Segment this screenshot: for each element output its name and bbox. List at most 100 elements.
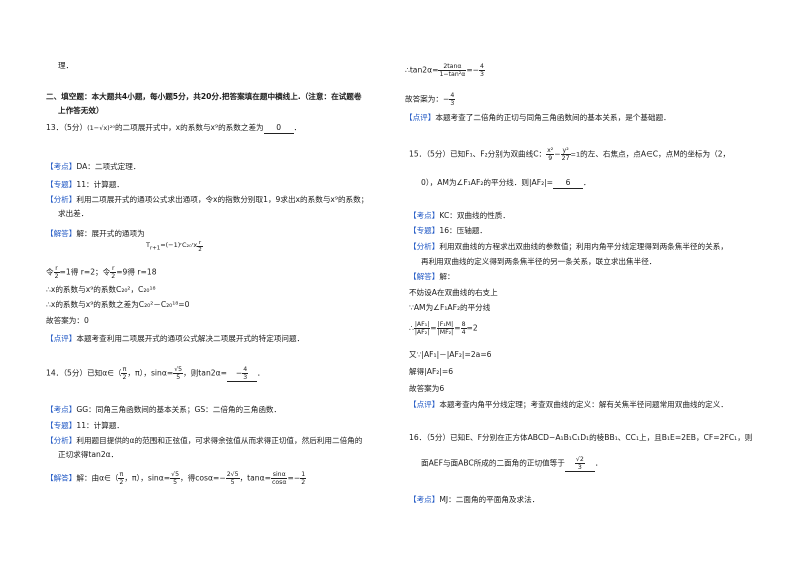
kaodian-tag: 【考点】 [46, 405, 77, 414]
jieda-mid3: ，tanα= [239, 473, 271, 483]
sign: − [442, 94, 450, 104]
eq: = [430, 323, 437, 333]
answer-line: 故答案为：0 [46, 316, 89, 325]
sign: − [235, 368, 243, 378]
q14-mid: ，π），sinα= [127, 368, 174, 378]
section-heading: 二、填空题：本大题共4小题，每小题5分，共20分.把答案填在题中横线上.（注意：… [46, 92, 362, 101]
q15-answer: 6 [553, 178, 584, 189]
sign: − [219, 473, 226, 483]
num: 2tanα [438, 63, 467, 71]
let-text-c: =9得 r=18 [116, 267, 157, 277]
kaodian-tag: 【考点】 [409, 495, 440, 504]
eq2: = [454, 323, 461, 333]
jieda-text: 解：展开式的通项为 [76, 229, 145, 238]
num: r [53, 265, 60, 273]
den: 2 [122, 374, 127, 381]
den: 4 [461, 329, 466, 336]
q13-text: 的二项展开式中，x的系数与x⁹的系数之差为 [114, 123, 264, 132]
answer-line-15: 故答案为6 [409, 384, 445, 393]
num: r [110, 265, 117, 273]
zhuanti-tag: 【专题】 [409, 226, 440, 235]
ratio-2: |F₁M||MF₂| [436, 321, 455, 336]
zhuanti-text: 16：压轴题． [439, 226, 488, 235]
fenxi-row-14: 【分析】利用题目提供的α的范围和正弦值，可求得余弦值从而求得正切值，然后利用二倍… [46, 436, 362, 446]
q15-text2: 0），AM为∠F₁AF₂的平分线．则|AF₂|= [421, 178, 554, 187]
q13-number: 13．（5分） [46, 123, 88, 132]
num: 4 [242, 366, 249, 374]
q15-end: ． [583, 178, 591, 187]
den: 3 [480, 71, 484, 78]
den: 2 [54, 273, 59, 280]
dianping-tag: 【点评】 [405, 113, 436, 122]
solution-line-4: 又∵|AF₁|－|AF₂|=2a=6 [409, 350, 492, 359]
den: 2 [119, 479, 124, 486]
solution-line-2: ∵AM为∠F₁AF₂的平分线 [409, 303, 491, 312]
fenxi-tag: 【分析】 [46, 195, 77, 204]
exp-num: r [197, 240, 203, 247]
jieda-mid4: =− [287, 473, 301, 483]
question-15-cont: 0），AM为∠F₁AF₂的平分线．则|AF₂|=6． [421, 178, 591, 189]
kaodian-tag: 【考点】 [46, 162, 77, 171]
num: x² [546, 147, 555, 155]
q13-end: ． [293, 123, 302, 132]
den: cosα [271, 479, 287, 486]
num: π [118, 471, 125, 479]
den: 3 [577, 464, 582, 471]
q15-text: 15．（5分）已知F₁、F₂分别为双曲线C： [409, 149, 547, 159]
text: ∴tan2α= [405, 65, 439, 75]
num: 4 [449, 92, 456, 100]
kaodian-text: GG：同角三角函数间的基本关系；GS：二倍角的三角函数． [76, 405, 282, 414]
zhuanti-row-14: 【专题】11：计算题． [46, 421, 124, 431]
result-line-1: ∴x的系数与x⁹的系数C₂₀²，C₂₀¹⁸ [46, 285, 156, 294]
den: 2 [111, 273, 116, 280]
kaodian-text: DA：二项式定理． [76, 162, 141, 171]
num: 4 [479, 63, 485, 71]
num: |F₁M| [436, 321, 455, 329]
solution-line-1: 不妨设A在双曲线的右支上 [409, 288, 498, 297]
zhuanti-text: 11：计算题． [76, 421, 125, 430]
formula-subscript: r+1 [149, 245, 161, 252]
zhuanti-row: 【专题】11：计算题． [46, 180, 124, 190]
dianping-tag: 【点评】 [46, 334, 77, 343]
dianping-tag: 【点评】 [409, 400, 440, 409]
formula-body: =(−1)ʳC₂₀ʳx [160, 241, 198, 249]
num: √2 [574, 456, 585, 464]
fenxi-text: 利用题目提供的α的范围和正弦值，可求得余弦值从而求得正切值，然后利用二倍角的 [76, 436, 363, 445]
solution-line-5: 解得|AF₂|=6 [409, 367, 454, 376]
num: 2√5 [225, 471, 240, 479]
fenxi-tag: 【分析】 [409, 242, 440, 251]
zhuanti-row-15: 【专题】16：压轴题． [409, 226, 487, 236]
num: √5 [170, 471, 181, 479]
kaodian-row-15: 【考点】KC：双曲线的性质． [409, 211, 510, 221]
jieda-mid2: ，得cosα= [180, 473, 220, 483]
fenxi-tag: 【分析】 [46, 436, 77, 445]
jieda-row: 【解答】解：展开式的通项为 [46, 229, 145, 239]
text-line: 理． [58, 61, 74, 70]
tail: =2 [466, 323, 478, 333]
kaodian-row-14: 【考点】GG：同角三角函数间的基本关系；GS：二倍角的三角函数． [46, 405, 281, 415]
den: 27 [561, 155, 570, 162]
den: |AF₂| [414, 329, 430, 336]
q14-text: 14．（5分）已知α∈（ [46, 368, 122, 378]
jieda-row-15: 【解答】解： [409, 272, 455, 282]
result-line-2: ∴x的系数与x⁹的系数之差为C₂₀²－C₂₀¹⁸=0 [46, 300, 190, 309]
zhuanti-text: 11：计算题． [76, 180, 125, 189]
